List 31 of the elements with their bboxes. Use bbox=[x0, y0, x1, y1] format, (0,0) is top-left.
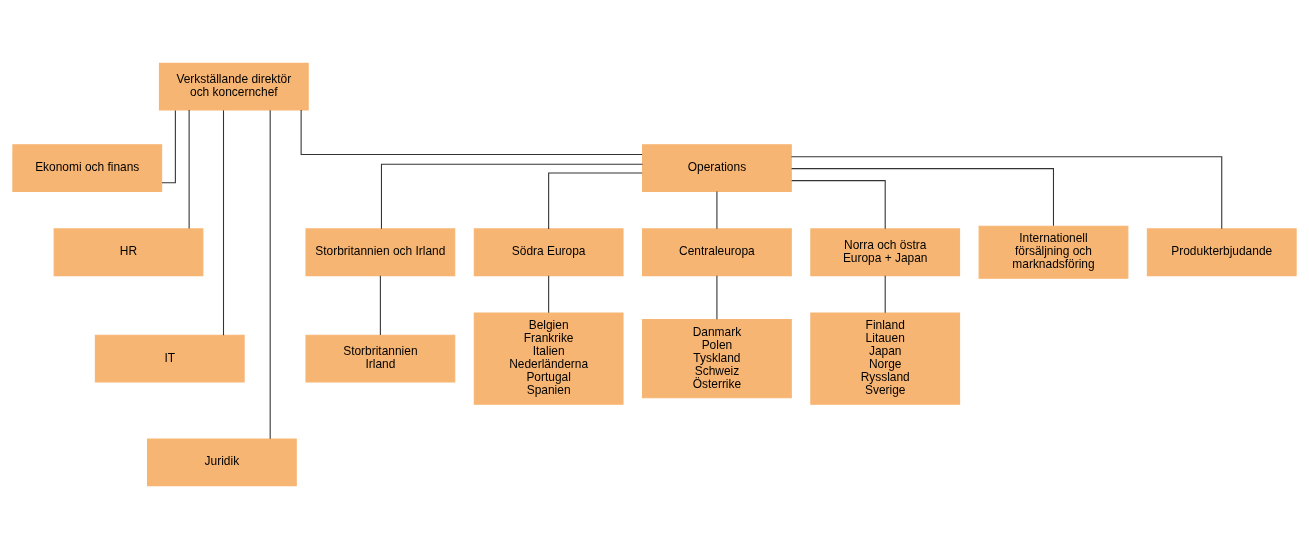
node-box: Produkterbjudande bbox=[1146, 227, 1297, 276]
connector bbox=[716, 274, 718, 320]
connector bbox=[548, 274, 550, 313]
node-box: Centraleuropa bbox=[642, 227, 792, 276]
connector bbox=[380, 163, 643, 229]
connector bbox=[161, 109, 176, 183]
node-box: Internationell försäljning och marknadsföring bbox=[978, 225, 1129, 279]
node-box: Danmark Polen Tyskland Schweiz Österrike bbox=[642, 318, 792, 398]
node-box: Juridik bbox=[146, 437, 297, 486]
connector bbox=[188, 109, 190, 229]
node-box: Storbritannien Irland bbox=[305, 334, 456, 383]
node-box: Finland Litauen Japan Norge Ryssland Sverige bbox=[810, 312, 961, 405]
node-box: Belgien Frankrike Italien Nederländerna Portugal Spanien bbox=[473, 312, 624, 405]
connector bbox=[790, 155, 1223, 229]
node-box: Ekonomi och finans bbox=[12, 143, 163, 192]
node-box: Operations bbox=[642, 143, 792, 192]
node-box: Norra och östra Europa + Japan bbox=[810, 227, 961, 276]
node-box: HR bbox=[53, 227, 204, 276]
node-box: Verkställande direktör och koncernchef bbox=[158, 62, 309, 111]
connector bbox=[300, 109, 643, 155]
connector bbox=[548, 171, 643, 229]
connector bbox=[269, 109, 271, 439]
node-box: Södra Europa bbox=[473, 227, 624, 276]
connector bbox=[379, 274, 381, 336]
connector bbox=[222, 109, 225, 336]
connector bbox=[791, 167, 1054, 226]
connector bbox=[791, 179, 886, 229]
node-box: IT bbox=[94, 334, 245, 383]
connector bbox=[884, 274, 886, 313]
node-box: Storbritannien och Irland bbox=[305, 227, 456, 276]
connector bbox=[716, 190, 718, 229]
